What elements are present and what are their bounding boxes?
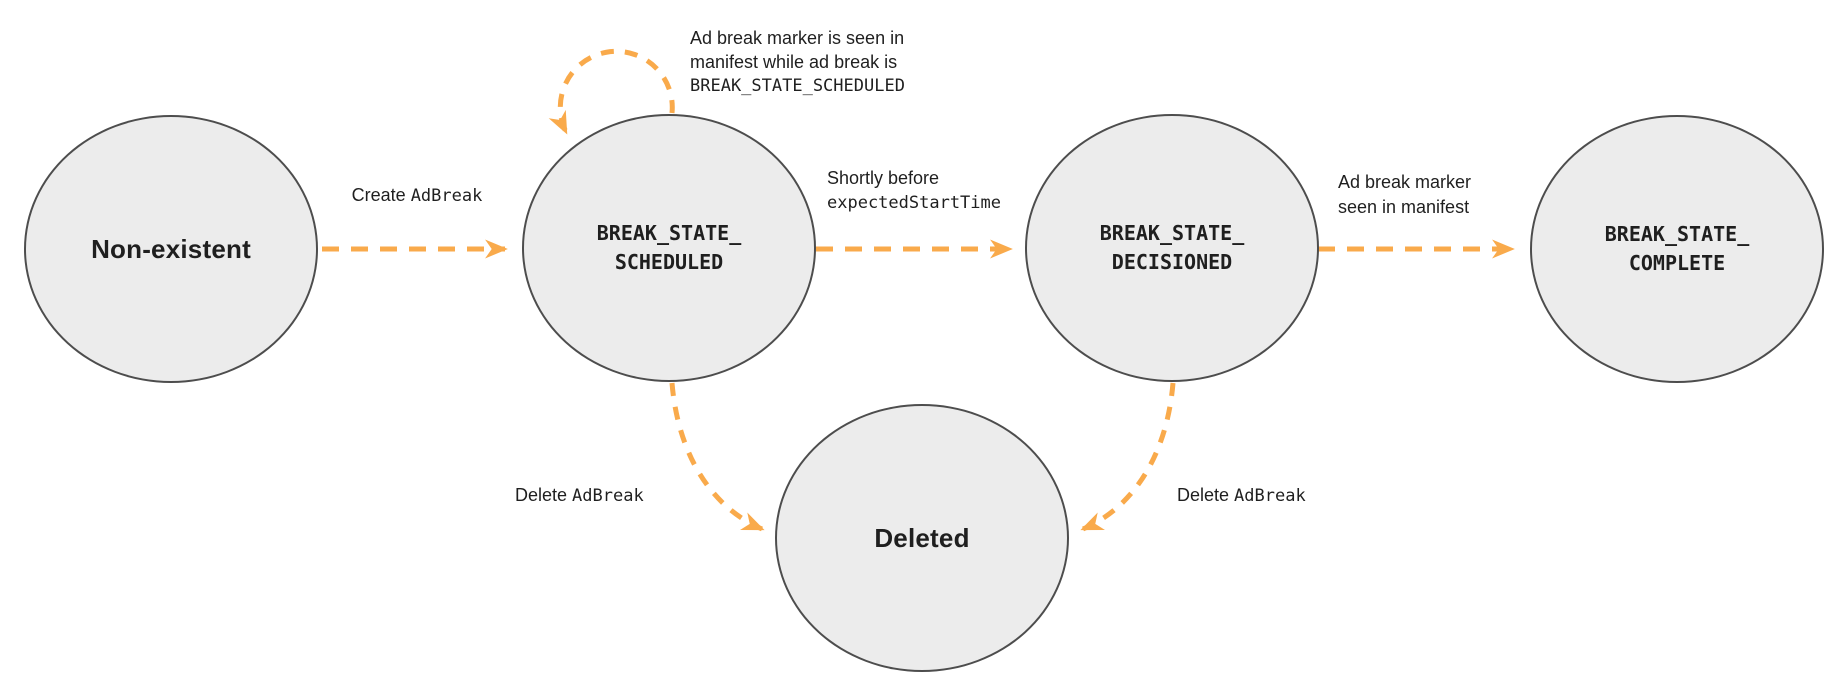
arrow-self-loop-scheduled — [548, 48, 675, 135]
state-label: Non-existent — [91, 233, 251, 264]
state-label: Deleted — [874, 522, 970, 553]
state-node-non-existent: Non-existent — [24, 115, 318, 383]
arrow-scheduled-to-deleted — [669, 382, 765, 532]
state-node-deleted: Deleted — [775, 404, 1069, 672]
edge-label-create-adbreak: Create AdBreak — [351, 185, 483, 206]
state-node-break-state-decisioned: BREAK_STATE_ DECISIONED — [1025, 114, 1319, 382]
state-node-break-state-scheduled: BREAK_STATE_ SCHEDULED — [522, 114, 816, 382]
state-node-break-state-complete: BREAK_STATE_ COMPLETE — [1530, 115, 1824, 383]
arrow-decisioned-to-deleted — [1080, 382, 1176, 532]
state-label: BREAK_STATE_ DECISIONED — [1099, 221, 1245, 274]
state-label: BREAK_STATE_ SCHEDULED — [596, 221, 742, 274]
edge-label-self-loop: Ad break marker is seen in manifest whil… — [690, 28, 905, 96]
edge-label-delete-adbreak-right: Delete AdBreak — [1177, 485, 1306, 506]
state-label: BREAK_STATE_ COMPLETE — [1604, 222, 1750, 275]
edge-label-delete-adbreak-left: Delete AdBreak — [515, 485, 644, 506]
edge-label-shortly-before: Shortly before expectedStartTime — [827, 168, 1001, 213]
edge-label-marker-seen: Ad break marker seen in manifest — [1338, 172, 1472, 217]
